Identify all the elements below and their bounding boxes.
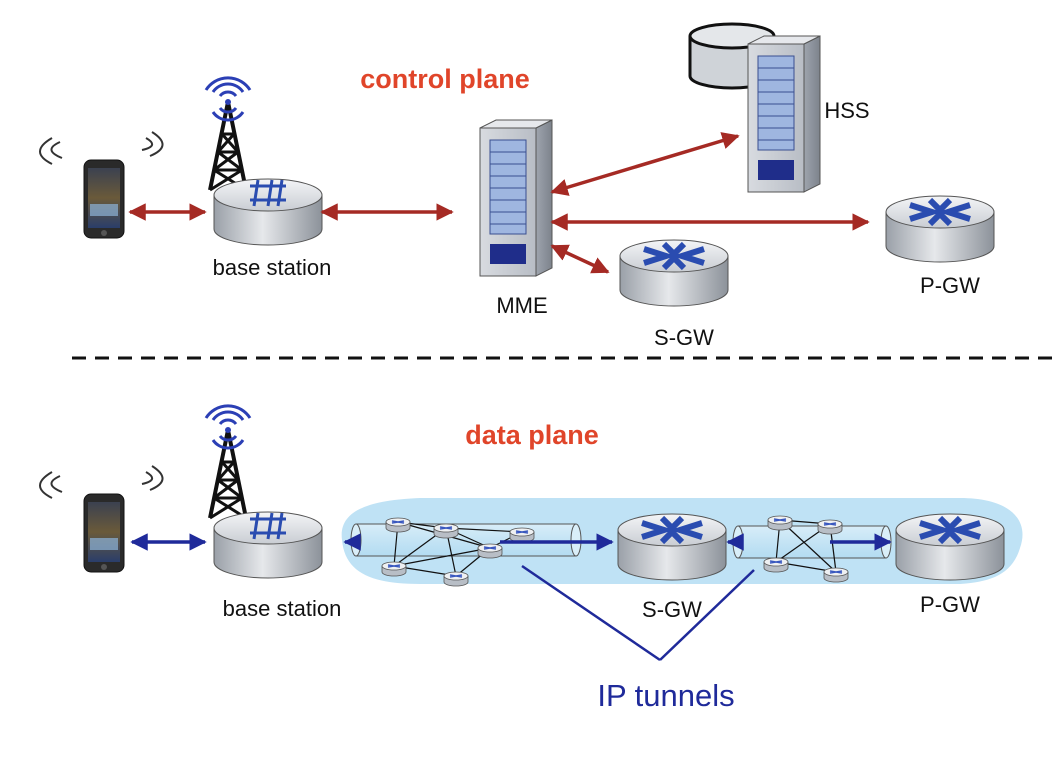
router-icon: [817, 519, 843, 535]
router-icon: [619, 239, 729, 307]
router-icon: [433, 523, 459, 539]
router-icon: [885, 195, 995, 263]
sgw-label: S-GW: [654, 325, 714, 350]
data-plane-title: data plane: [465, 420, 599, 450]
mme-label: MME: [496, 293, 547, 318]
base-station-label: base station: [223, 596, 342, 621]
control-plane-title: control plane: [360, 64, 530, 94]
base-station-router-icon: [213, 511, 323, 579]
pgw-label: P-GW: [920, 273, 980, 298]
server-icon: [747, 35, 821, 193]
router-icon: [477, 543, 503, 559]
hss-label: HSS: [824, 98, 869, 123]
router-icon: [443, 571, 469, 587]
base-station-label: base station: [213, 255, 332, 280]
router-icon: [617, 513, 727, 581]
tunnels-callout-lines: [521, 564, 755, 662]
router-icon: [763, 557, 789, 573]
router-icon: [385, 517, 411, 533]
phone-icon: [39, 131, 164, 239]
router-icon: [823, 567, 849, 583]
router-icon: [381, 561, 407, 577]
sgw-label: S-GW: [642, 597, 702, 622]
link-mme-hss: [550, 132, 740, 196]
ip-tunnels-label: IP tunnels: [597, 678, 734, 713]
cell-tower-icon: [204, 75, 252, 192]
link-mme-sgw: [550, 244, 610, 274]
cell-tower-icon: [204, 403, 252, 520]
pgw-label: P-GW: [920, 592, 980, 617]
base-station-router-icon: [213, 178, 323, 246]
router-icon: [509, 527, 535, 543]
server-icon: [479, 119, 553, 277]
router-icon: [895, 513, 1005, 581]
phone-icon: [39, 465, 164, 573]
control-links: [128, 132, 870, 274]
router-icon: [767, 515, 793, 531]
